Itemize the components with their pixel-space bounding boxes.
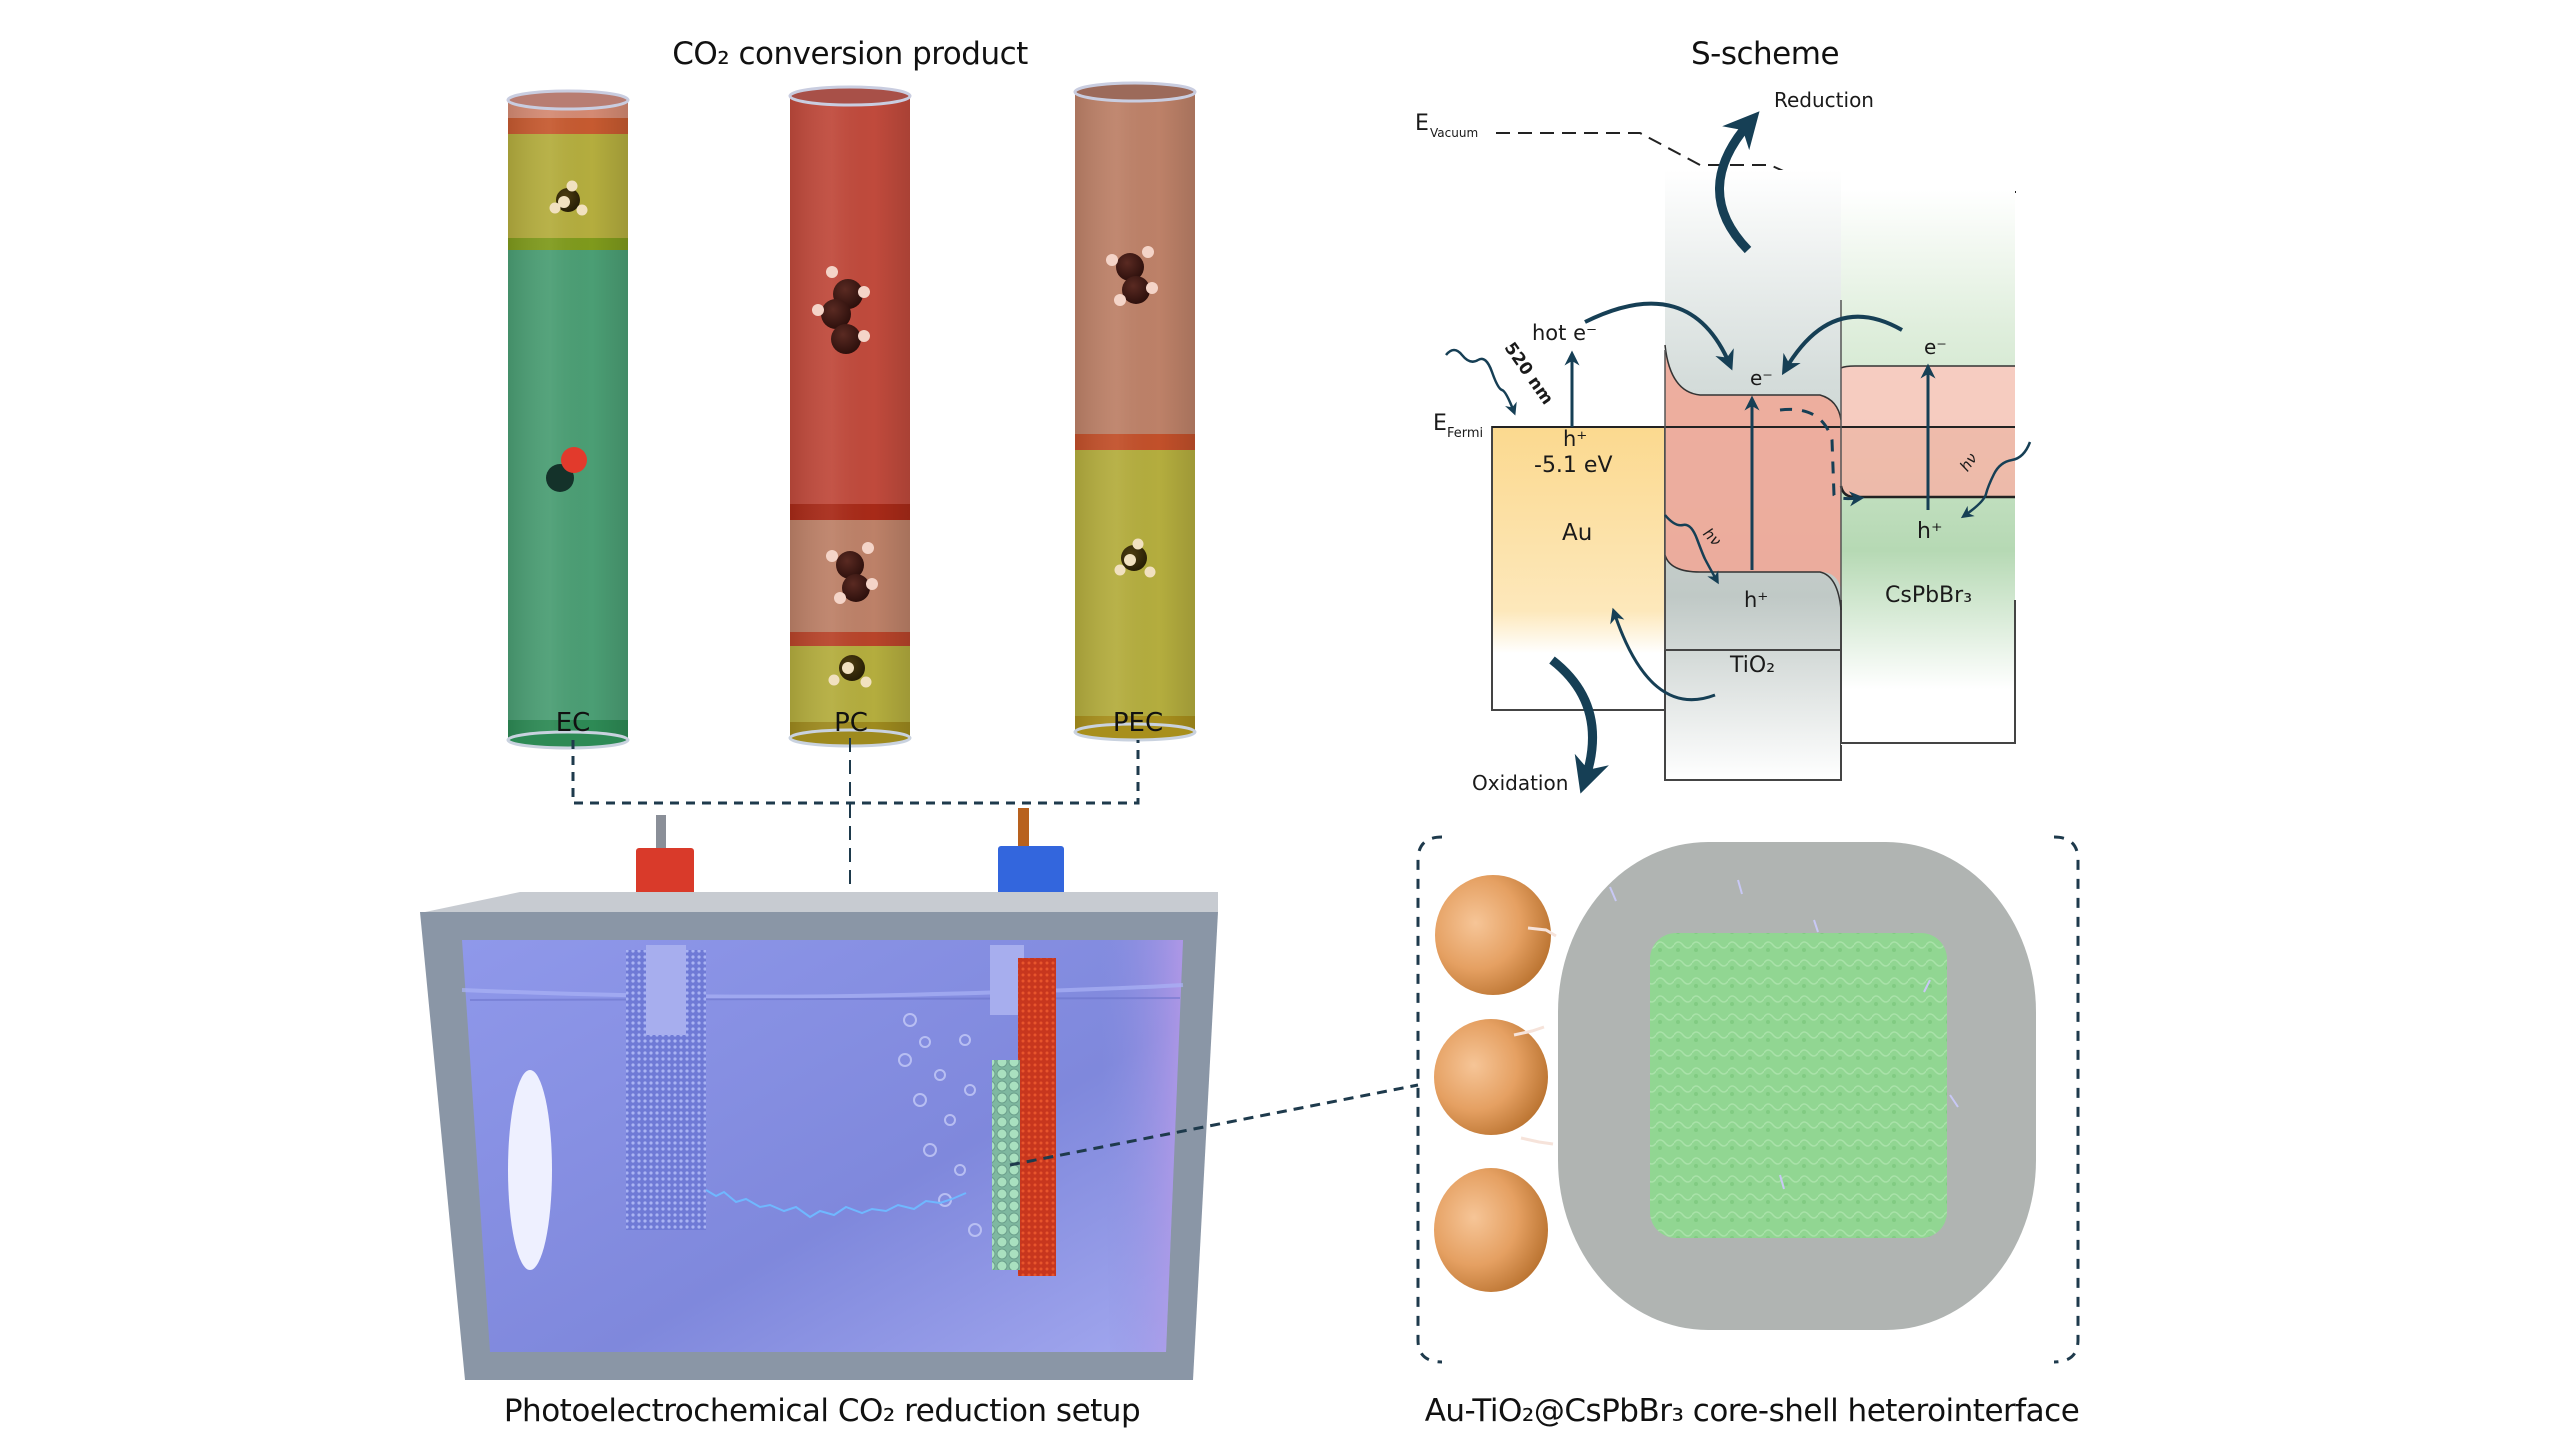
au-label: Au [1562,520,1592,546]
au-particle-1 [1435,875,1551,995]
e-vacuum-sub: Vacuum [1430,126,1478,140]
oxidation-arrow [1549,656,1609,794]
reduction-arrow [1715,111,1760,254]
right-electrode-wire [1018,808,1029,856]
s-scheme-title: S-scheme [1690,36,1840,72]
hot-electron-label: hot e⁻ [1532,321,1597,345]
conversion-product-title: CO₂ conversion product [672,36,1028,72]
reactor-lid-top [425,892,1218,912]
ec-bottom-rim [506,730,630,750]
ec-co-molecule [546,447,587,492]
water-surface [461,983,1184,999]
pec-ch4-molecule [1114,538,1156,578]
tio2-photon-arrow [1664,514,1719,585]
hot-electron-transfer-arrow [1584,301,1734,371]
reactor-caption: Photoelectrochemical CO₂ reduction setup [503,1393,1141,1429]
cylinder-pec [1073,81,1197,742]
cylinder-label-pc: PC [834,708,868,738]
cylinder-pc [788,85,912,748]
gas-bubbles [898,1013,982,1237]
e-fermi-label: E [1433,411,1447,436]
e-fermi-sub: Fermi [1447,426,1483,441]
left-terminal [636,848,694,896]
work-function-label: -5.1 eV [1534,453,1613,478]
tio2-hole-label: h⁺ [1744,588,1768,612]
current-path [705,1189,967,1219]
shell-sparks [1609,879,1959,1190]
pc-ch4-molecule [828,655,872,688]
recombination-arrow [1779,407,1865,507]
bracket-path [571,740,1140,805]
cylinder-ec [506,89,630,750]
reduction-label: Reduction [1774,88,1874,112]
reactor-cell [420,808,1218,1380]
counter-electrode-holder [646,945,686,1035]
interface-sparks [1513,926,1557,1146]
hole-transfer-arrow [1610,607,1716,702]
zoom-connector-line [1009,1083,1419,1167]
pec-c2h4-molecule [1106,246,1158,306]
working-electrode-substrate [1018,958,1056,1276]
pc-top-rim [788,85,912,107]
left-electrode-wire [656,815,666,855]
ec-top-rim [506,89,630,111]
cylinder-label-ec: EC [555,708,591,738]
core-shell-caption: Au-TiO₂@CsPbBr₃ core-shell heterointerfa… [1424,1393,2080,1429]
pec-bottom-rim [1073,722,1197,742]
pc-c3-molecule [812,266,870,354]
cspbbr3-electron-label: e⁻ [1924,335,1947,359]
light-window [508,1070,552,1270]
cs-electron-transfer-arrow [1781,314,1903,376]
tio2-label: TiO₂ [1729,653,1775,678]
pec-top-rim [1073,81,1197,103]
cspbbr3-photon-arrow [1960,441,2032,519]
pc-c2h4-molecule [826,542,878,604]
right-terminal [998,846,1064,900]
e-vacuum-label: E [1415,111,1429,136]
au-nanoparticles [1434,875,1551,1292]
au-hole-label: h⁺ [1563,427,1587,451]
cylinder-label-pec: PEC [1112,708,1164,738]
cspbbr3-label: CsPbBr₃ [1885,583,1972,608]
oxidation-label: Oxidation [1472,771,1568,795]
au-particle-3 [1434,1168,1548,1292]
photon-520nm-arrow [1445,348,1517,416]
cspbbr3-hole-label: h⁺ [1917,519,1943,544]
cspbbr3-core [1650,933,1947,1238]
ec-ch4-molecule [549,180,588,216]
charge-transfer-arrows [1445,111,2032,794]
tio2-electron-label: e⁻ [1750,366,1773,390]
au-particle-2 [1434,1019,1548,1135]
